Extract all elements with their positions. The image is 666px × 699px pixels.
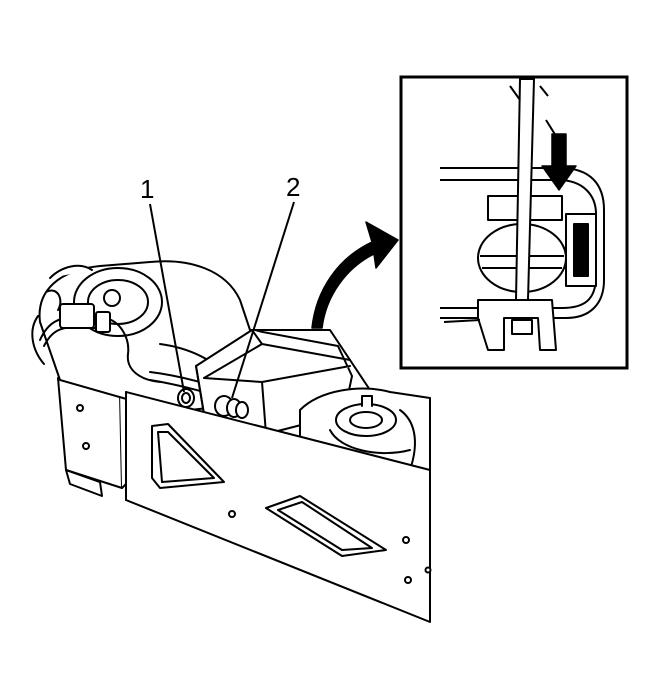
callout-number-1: 1 xyxy=(140,174,154,204)
detail-inset xyxy=(399,75,629,370)
down-arrow-icon xyxy=(541,133,577,191)
fitting-1 xyxy=(177,388,195,408)
wiring-harness xyxy=(39,316,161,383)
electrical-connector xyxy=(59,303,95,329)
curved-arrow-icon xyxy=(311,221,399,329)
fuel-tank-assembly xyxy=(31,260,432,623)
callout-leaders xyxy=(149,201,295,399)
retainer-clip xyxy=(477,299,557,351)
callout-number-2: 2 xyxy=(286,172,300,202)
fitting-2 xyxy=(214,395,249,419)
leader-line-2 xyxy=(231,201,295,399)
leader-line-1 xyxy=(149,203,185,393)
